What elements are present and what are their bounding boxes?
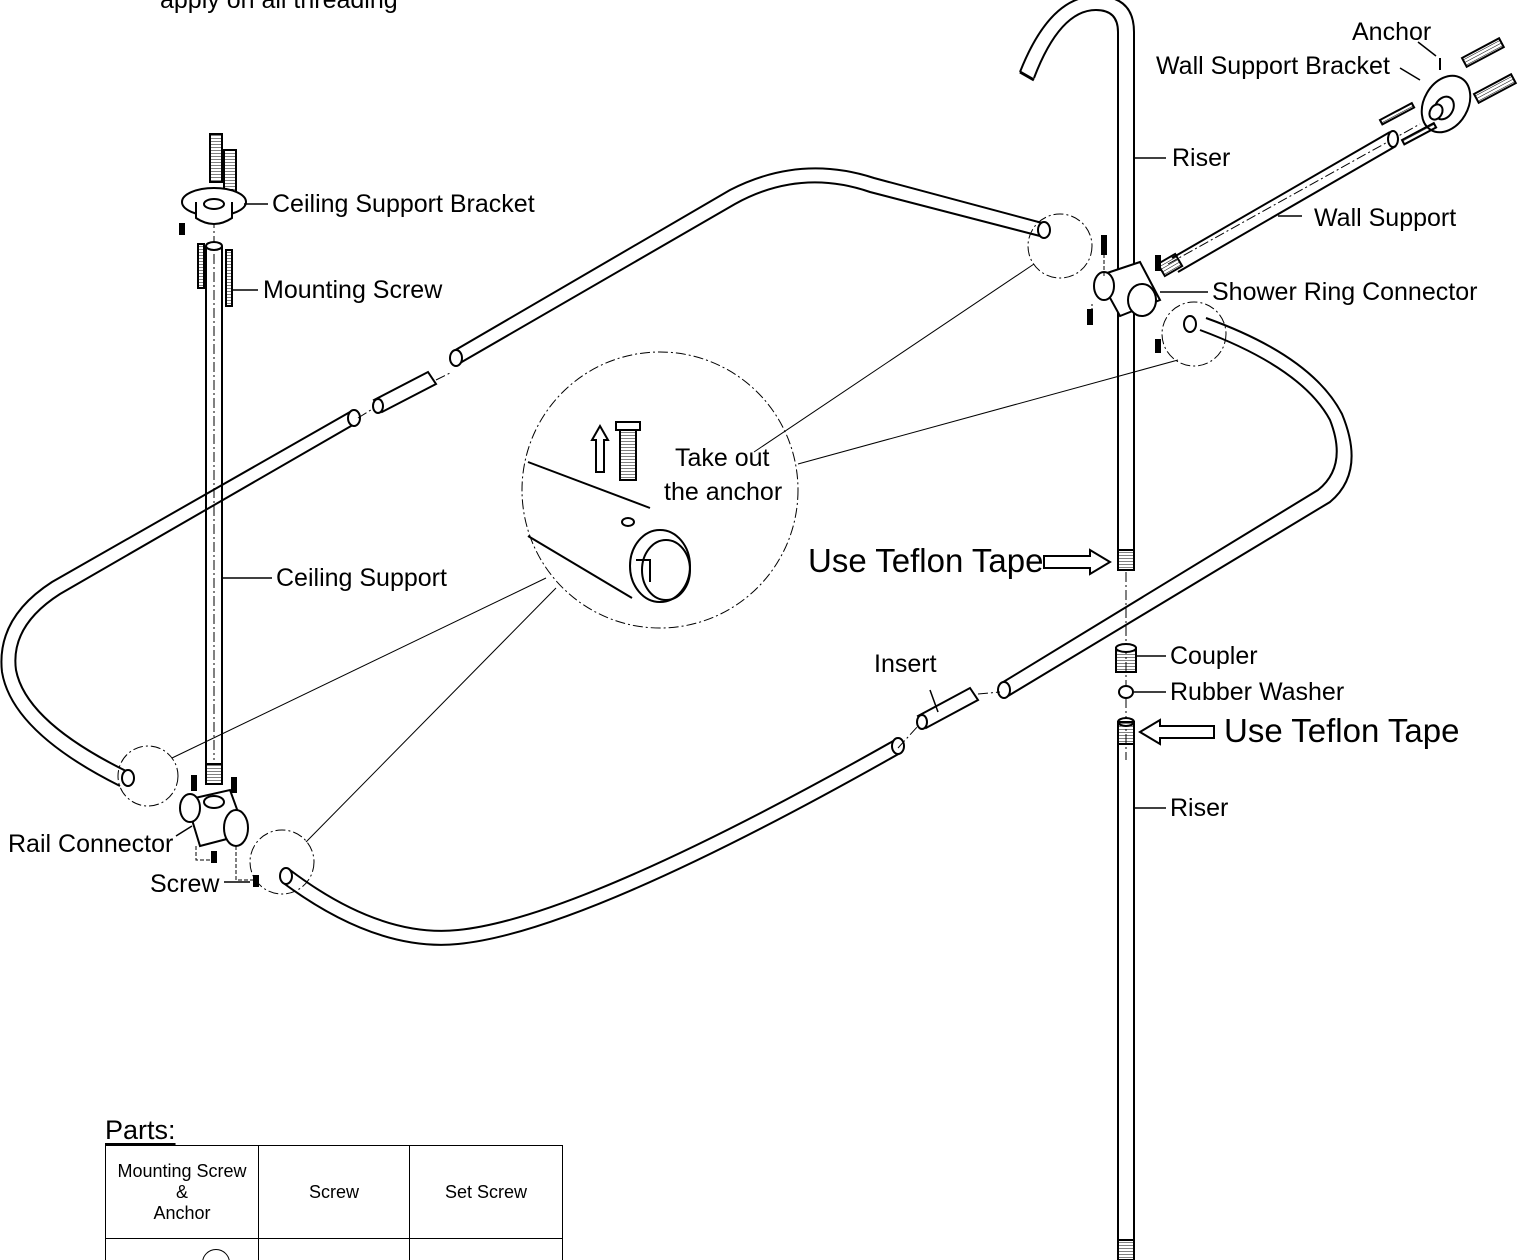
riser-bottom — [1117, 717, 1135, 1260]
insert-leader — [929, 689, 939, 713]
ceiling-support — [205, 241, 223, 785]
label-ceiling-support-bracket: Ceiling Support Bracket — [272, 190, 535, 218]
detail-circles — [117, 213, 1227, 895]
label-anchor: Anchor — [1352, 18, 1431, 46]
label-riser-top: Riser — [1172, 144, 1230, 172]
parts-col1-line1: Mounting Screw — [117, 1160, 247, 1181]
header-text: apply on all threading — [160, 0, 398, 14]
rail-connector — [179, 775, 259, 887]
parts-col1-line2: & — [175, 1181, 188, 1202]
label-coupler: Coupler — [1170, 642, 1258, 670]
label-take-out-line2: the anchor — [664, 478, 782, 506]
callout-lines — [171, 263, 1179, 843]
parts-col-screw: Screw — [258, 1145, 410, 1239]
wall-support — [1156, 130, 1399, 278]
label-rubber-washer: Rubber Washer — [1170, 678, 1344, 706]
parts-cell-mounting-screw — [105, 1238, 259, 1260]
shower-ring-connector — [1087, 235, 1162, 353]
label-ceiling-support: Ceiling Support — [276, 564, 447, 592]
label-leaders — [175, 41, 1437, 883]
rubber-washer — [1118, 685, 1134, 699]
label-use-teflon-tape-2: Use Teflon Tape — [1224, 712, 1459, 749]
parts-col-set-screw: Set Screw — [409, 1145, 563, 1239]
ceiling-mounting-screws — [179, 223, 233, 307]
label-wall-support: Wall Support — [1314, 204, 1456, 232]
teflon-arrow-icon — [1043, 548, 1112, 576]
parts-header-row: Mounting Screw & Anchor Screw Set Screw — [105, 1145, 563, 1239]
up-arrow-icon — [590, 423, 610, 473]
parts-table: Mounting Screw & Anchor Screw Set Screw — [105, 1145, 563, 1260]
coupler — [1115, 643, 1137, 673]
label-rail-connector: Rail Connector — [8, 830, 173, 858]
label-use-teflon-tape-1: Use Teflon Tape — [808, 542, 1043, 579]
rail-connector-leaders — [195, 846, 254, 881]
parts-col1-line3: Anchor — [153, 1202, 211, 1223]
parts-heading: Parts: — [105, 1115, 176, 1145]
mounting-screw-head-icon — [202, 1249, 230, 1260]
label-screw: Screw — [150, 870, 220, 898]
riser-top — [1019, 0, 1135, 571]
label-riser-bottom: Riser — [1170, 794, 1228, 822]
wall-anchors — [1378, 36, 1518, 146]
parts-col-mounting-screw-anchor: Mounting Screw & Anchor — [105, 1145, 259, 1239]
rail-tube-ends — [121, 221, 1197, 885]
wall-support-bracket — [1420, 74, 1472, 134]
detail-anchor — [615, 421, 641, 481]
ceiling-support-bracket — [181, 187, 247, 225]
detail-tube — [527, 461, 691, 603]
ceiling-anchors — [209, 133, 237, 193]
label-insert: Insert — [874, 650, 937, 678]
parts-cell-set-screw — [409, 1238, 563, 1260]
parts-image-row — [105, 1238, 563, 1260]
insert-pieces — [372, 370, 980, 730]
label-take-out-line1: Take out — [675, 444, 770, 472]
label-mounting-screw: Mounting Screw — [263, 276, 443, 304]
shower-ring-rail — [0, 167, 1353, 946]
label-wall-support-bracket: Wall Support Bracket — [1156, 52, 1390, 80]
label-shower-ring-connector: Shower Ring Connector — [1212, 278, 1477, 306]
teflon-arrow-left-icon — [1138, 718, 1215, 746]
parts-cell-screw — [258, 1238, 410, 1260]
